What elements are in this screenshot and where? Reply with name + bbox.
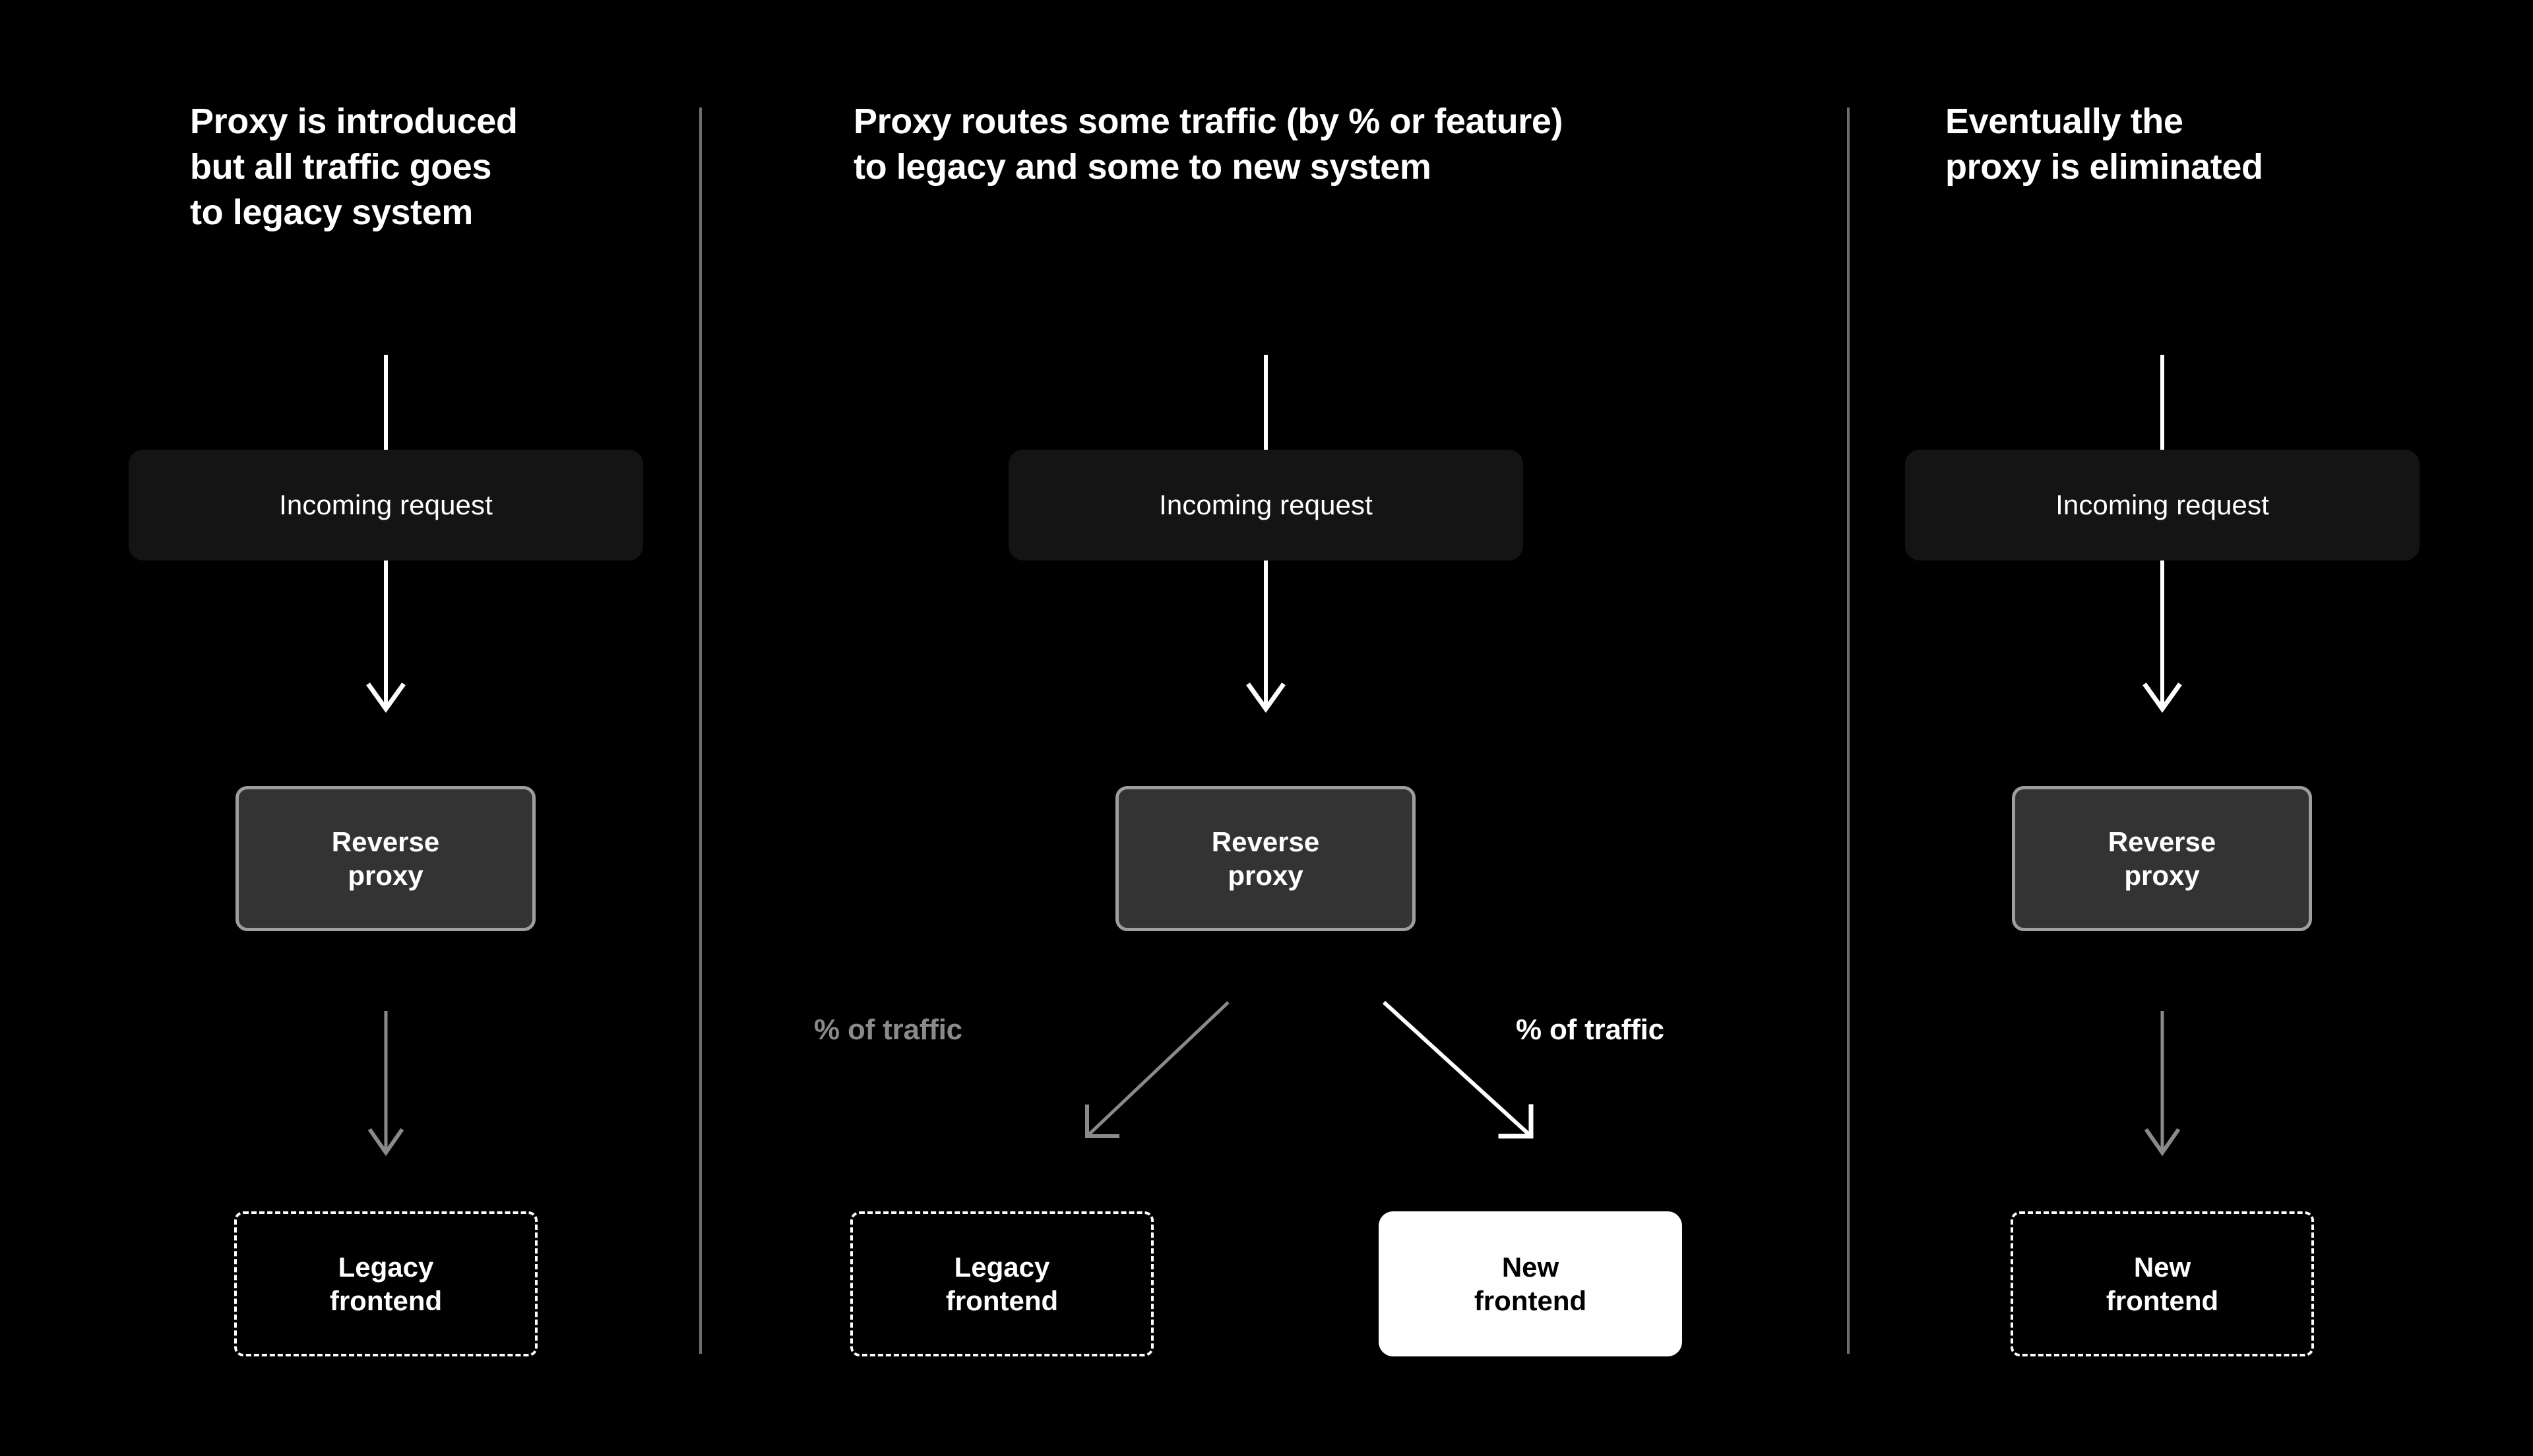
stage-2-new-frontend-node[interactable]: New frontend bbox=[1379, 1211, 1682, 1356]
stage-3-column: Eventually the proxy is eliminated Incom… bbox=[1850, 0, 2533, 1456]
stage-3-new-frontend-node[interactable]: New frontend bbox=[2011, 1211, 2314, 1356]
stage-3-arrowhead-1 bbox=[2142, 682, 2182, 713]
stage-1-incoming-request-node[interactable]: Incoming request bbox=[129, 450, 643, 561]
stage-3-reverse-proxy-node[interactable]: Reverse proxy bbox=[2012, 786, 2312, 931]
stage-2-reverse-proxy-node[interactable]: Reverse proxy bbox=[1115, 786, 1416, 931]
stage-2-arrow-proxy-to-new bbox=[1382, 1000, 1533, 1138]
stage-2-arrowhead-new bbox=[1498, 1104, 1534, 1139]
stage-1-connectors bbox=[366, 355, 406, 1157]
stage-3-connectors bbox=[2142, 355, 2182, 1157]
stage-2-connectors bbox=[1085, 355, 1534, 1139]
stage-2-arrowhead-legacy bbox=[1085, 1105, 1119, 1138]
stage-1-column: Proxy is introduced but all traffic goes… bbox=[0, 0, 699, 1456]
stage-2-arrowhead-1 bbox=[1246, 682, 1286, 713]
stage-1-heading: Proxy is introduced but all traffic goes… bbox=[190, 102, 518, 233]
stage-1-legacy-frontend-node[interactable]: Legacy frontend bbox=[234, 1211, 538, 1356]
stage-3-heading: Eventually the proxy is eliminated bbox=[1945, 102, 2263, 187]
stage-3-arrowhead-2 bbox=[2144, 1128, 2181, 1157]
column-divider-2 bbox=[1847, 107, 1850, 1354]
stage-2-heading: Proxy routes some traffic (by % or featu… bbox=[854, 102, 1563, 187]
stage-1-arrowhead-1 bbox=[366, 682, 406, 713]
stage-2-traffic-label-right: % of traffic bbox=[1516, 1014, 1664, 1046]
column-divider-1 bbox=[699, 107, 702, 1354]
stage-2-incoming-request-node[interactable]: Incoming request bbox=[1009, 450, 1523, 561]
stage-2-arrow-proxy-to-legacy bbox=[1086, 1001, 1230, 1138]
stage-2-legacy-frontend-node[interactable]: Legacy frontend bbox=[850, 1211, 1154, 1356]
stage-3-incoming-request-node[interactable]: Incoming request bbox=[1905, 450, 2420, 561]
stage-2-traffic-label-left: % of traffic bbox=[814, 1014, 962, 1046]
stage-1-reverse-proxy-node[interactable]: Reverse proxy bbox=[235, 786, 536, 931]
stage-2-column: Proxy routes some traffic (by % or featu… bbox=[702, 0, 1847, 1456]
stage-1-arrowhead-2 bbox=[367, 1128, 404, 1157]
